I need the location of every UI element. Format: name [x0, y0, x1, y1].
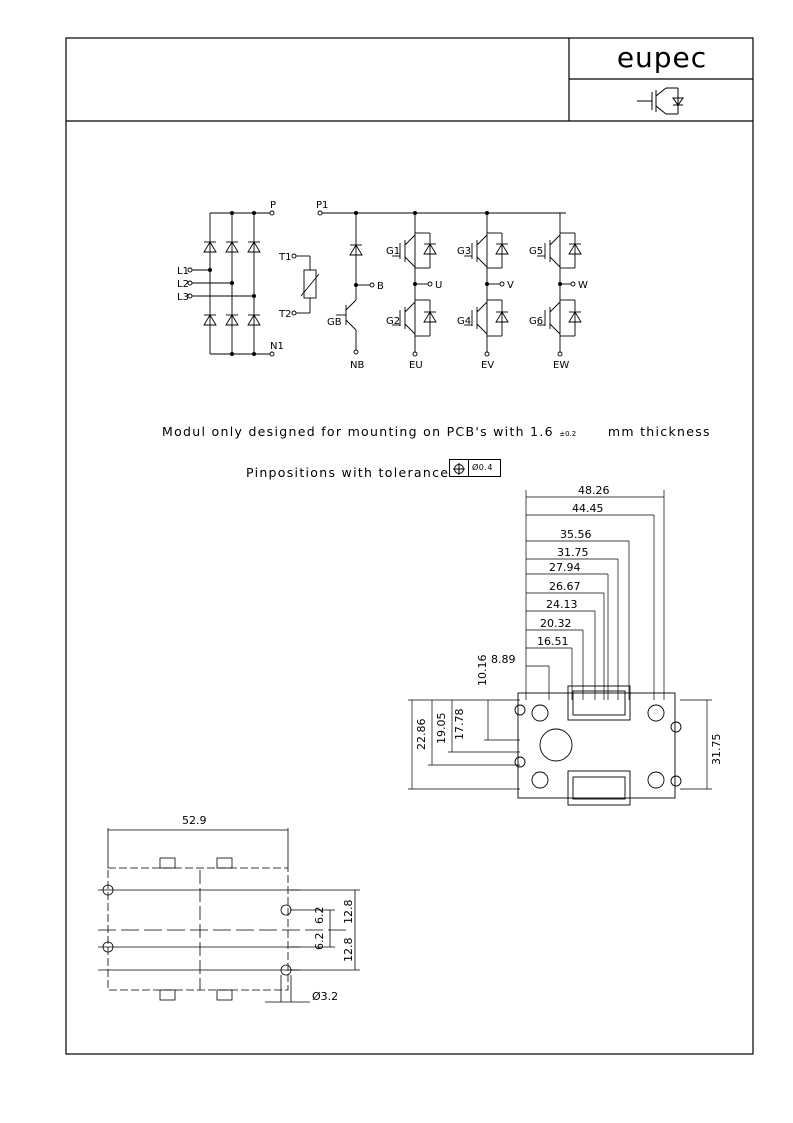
dim-19-05: 19.05 — [435, 713, 448, 745]
label-g6: G6 — [529, 316, 543, 327]
position-tolerance-icon — [453, 463, 465, 475]
top-view-dimension-labels: 48.26 44.45 35.56 31.75 27.94 26.67 24.1… — [415, 484, 723, 765]
dim-hole-3-2: Ø3.2 — [312, 990, 338, 1003]
dim-44-45: 44.45 — [572, 502, 604, 515]
dim-20-32: 20.32 — [540, 617, 572, 630]
label-g2: G2 — [386, 316, 400, 327]
dim-8-89: 8.89 — [491, 653, 516, 666]
label-g4: G4 — [457, 316, 471, 327]
label-ew: EW — [553, 360, 569, 371]
pcb-view-dimension-labels: 52.9 6.2 6.2 12.8 12.8 Ø3.2 — [182, 814, 355, 1003]
label-ev: EV — [481, 360, 494, 371]
dim-31-75: 31.75 — [557, 546, 589, 559]
label-l3: L3 — [177, 292, 189, 303]
phase-leg-u — [392, 213, 437, 357]
dim-31-75-vertical: 31.75 — [710, 734, 723, 766]
label-b: B — [377, 281, 384, 292]
label-l2: L2 — [177, 279, 189, 290]
label-w: W — [578, 280, 588, 291]
pin-tolerance-value: Ø0.4 — [472, 463, 494, 472]
label-v: V — [507, 280, 514, 291]
label-t1: T1 — [278, 252, 291, 263]
dim-6-2-lower: 6.2 — [313, 933, 326, 951]
mounting-note: Modul only designed for mounting on PCB'… — [162, 424, 711, 439]
schematic — [187, 210, 582, 357]
dim-26-67: 26.67 — [549, 580, 581, 593]
label-eu: EU — [409, 360, 423, 371]
label-g3: G3 — [457, 246, 471, 257]
label-t2: T2 — [278, 309, 291, 320]
label-n1: N1 — [270, 341, 284, 352]
label-nb: NB — [350, 360, 364, 371]
pcb-view-outline — [98, 828, 360, 1003]
dim-24-13: 24.13 — [546, 598, 578, 611]
schematic-labels: P P1 L1 L2 L3 N1 T1 T2 B GB NB G1 G2 G3 … — [177, 200, 588, 371]
top-view-dimension-lines — [408, 490, 712, 790]
label-p: P — [270, 200, 276, 211]
dim-10-16: 10.16 — [476, 655, 489, 687]
dim-35-56: 35.56 — [560, 528, 592, 541]
dim-27-94: 27.94 — [549, 561, 581, 574]
dim-6-2-upper: 6.2 — [313, 907, 326, 925]
label-l1: L1 — [177, 266, 189, 277]
dim-48-26: 48.26 — [578, 484, 610, 497]
label-g5: G5 — [529, 246, 543, 257]
igbt-symbol-icon — [637, 87, 684, 115]
rectifier-lower-diodes — [203, 314, 261, 326]
eupec-logo: eupec — [616, 41, 708, 74]
rectifier-upper-diodes — [203, 241, 261, 253]
label-p1: P1 — [316, 200, 328, 211]
dim-17-78: 17.78 — [453, 709, 466, 741]
dim-52-9: 52.9 — [182, 814, 207, 827]
pin-positions-note: Pinpositions with tolerance — [246, 465, 450, 480]
tolerance-frame: Ø0.4 — [449, 459, 501, 477]
dim-12-8-upper: 12.8 — [342, 900, 355, 925]
label-u: U — [435, 280, 442, 291]
label-g1: G1 — [386, 246, 400, 257]
dim-16-51: 16.51 — [537, 635, 569, 648]
mounting-tolerance: ±0.2 — [559, 430, 577, 438]
mounting-note-prefix: Modul only designed for mounting on PCB'… — [162, 424, 554, 439]
label-gb: GB — [327, 317, 342, 328]
top-view-outline — [514, 685, 682, 806]
frame — [65, 37, 754, 1055]
phase-leg-w — [537, 213, 582, 357]
mounting-note-suffix: mm thickness — [607, 424, 711, 439]
dim-22-86: 22.86 — [415, 719, 428, 751]
dim-12-8-lower: 12.8 — [342, 938, 355, 963]
